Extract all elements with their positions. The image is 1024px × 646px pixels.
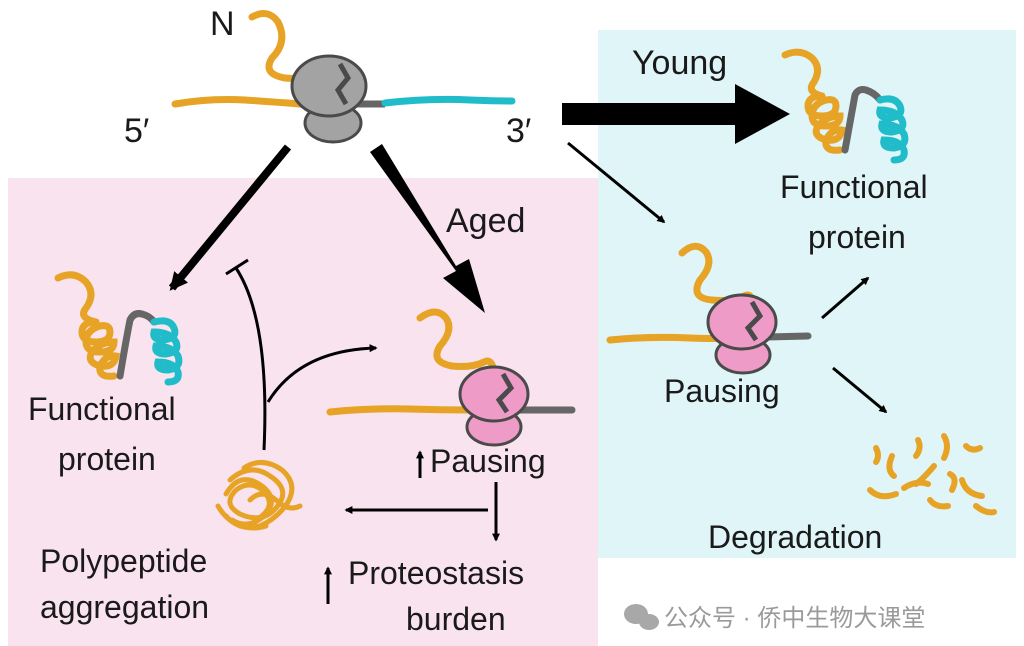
n-terminus-label: N xyxy=(210,5,235,43)
burden-line1: Proteostasis xyxy=(348,555,524,591)
aged-arrow xyxy=(370,144,485,313)
paused-ribosome-icon-aged xyxy=(458,365,530,447)
degraded-fragments-icon xyxy=(867,433,997,516)
paused-ribosome-icon xyxy=(706,293,778,375)
young-arrow xyxy=(562,84,790,144)
five-prime-label: 5′ xyxy=(124,112,149,150)
inhibition-arrow-icon xyxy=(225,258,267,451)
aged-pausing-label: Pausing xyxy=(430,443,546,479)
arrow-to-aged-functional xyxy=(168,144,292,291)
three-prime-label: 3′ xyxy=(506,112,531,150)
young-label: Young xyxy=(632,44,727,82)
aggregation-line1: Polypeptide xyxy=(40,543,207,579)
young-pausing-label: Pausing xyxy=(664,373,780,409)
arrow-to-degradation xyxy=(832,366,888,414)
aggregation-line2: aggregation xyxy=(40,589,209,625)
aged-functional-protein-line1: Functional xyxy=(28,391,176,427)
degradation-label: Degradation xyxy=(708,519,882,555)
arrow-to-functional xyxy=(821,276,870,320)
young-functional-protein-line2: protein xyxy=(808,219,906,255)
young-functional-protein-line1: Functional xyxy=(780,169,928,205)
arrow-to-young-pausing xyxy=(567,141,666,224)
aged-paused-ribosome xyxy=(326,308,576,447)
ribosome-icon xyxy=(290,54,368,144)
burden-line2: burden xyxy=(406,601,506,637)
protein-aggregate-icon xyxy=(215,460,303,531)
activation-arrow xyxy=(266,344,378,403)
folded-protein-icon-young xyxy=(781,48,909,164)
watermark-text: 公众号 · 侨中生物大课堂 xyxy=(664,605,925,632)
wechat-icon xyxy=(624,604,659,630)
young-paused-ribosome xyxy=(606,242,812,375)
aged-functional-protein-line2: protein xyxy=(58,441,156,477)
folded-protein-icon-aged xyxy=(54,271,183,386)
aged-label: Aged xyxy=(446,202,525,240)
